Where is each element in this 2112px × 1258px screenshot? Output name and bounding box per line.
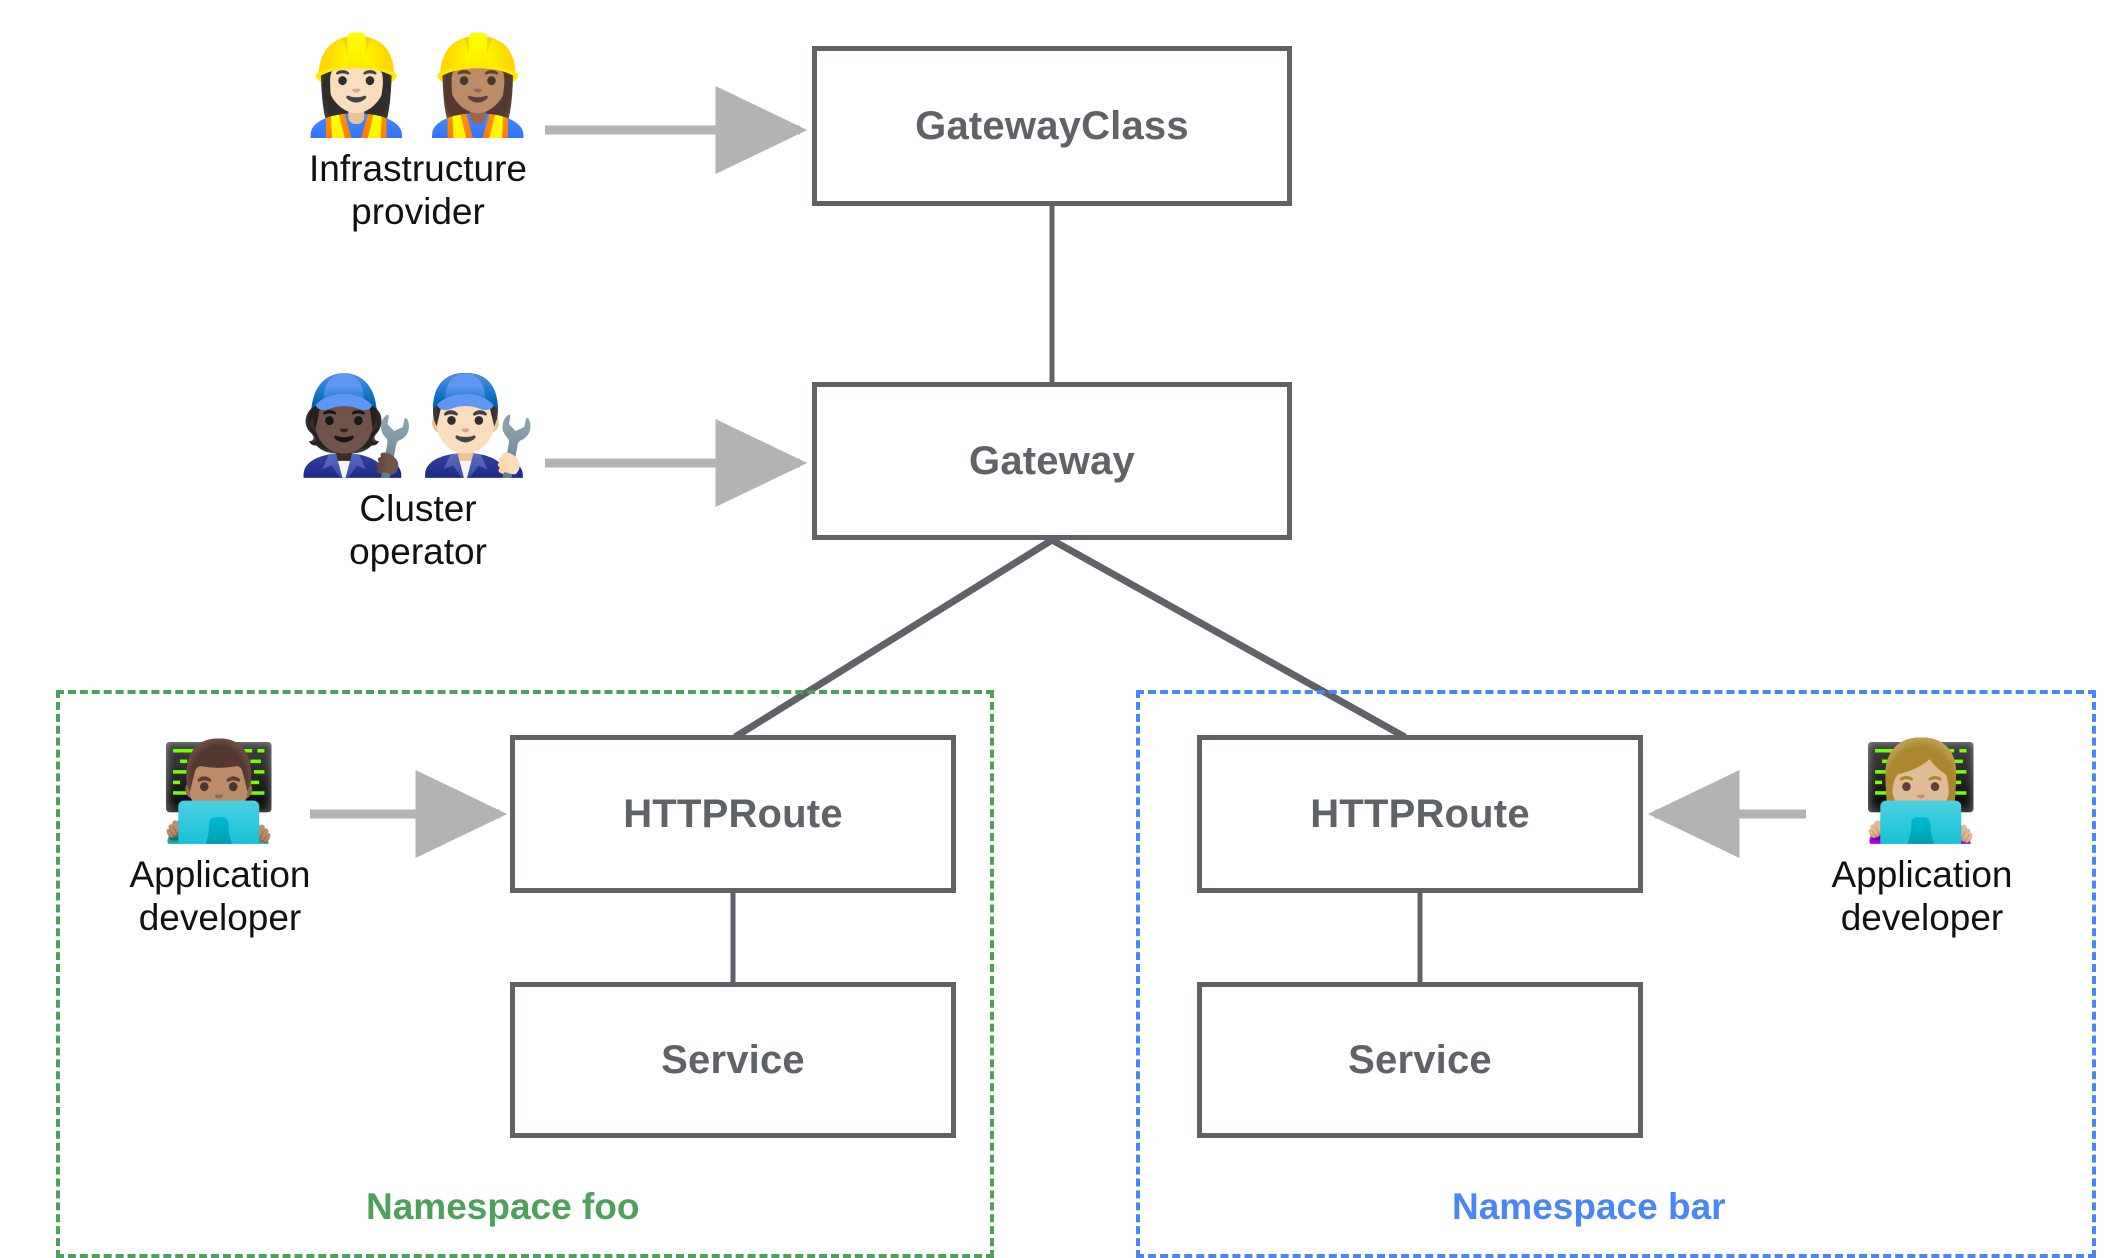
persona-infrastructure-provider-caption: Infrastructure provider <box>309 147 527 234</box>
node-service-bar-label: Service <box>1348 1037 1492 1082</box>
node-service-foo-label: Service <box>661 1037 805 1082</box>
namespace-foo-label: Namespace foo <box>366 1186 640 1227</box>
persona-infrastructure-provider: 👷🏻‍♀️👷🏽‍♀️ Infrastructure provider <box>258 32 578 234</box>
node-httproute-bar[interactable]: HTTPRoute <box>1197 735 1643 893</box>
persona-caption-line2: developer <box>138 897 302 939</box>
node-httproute-foo[interactable]: HTTPRoute <box>510 735 956 893</box>
node-gatewayclass[interactable]: GatewayClass <box>812 46 1292 206</box>
persona-caption-line1: Application <box>129 853 311 895</box>
node-gatewayclass-label: GatewayClass <box>915 103 1189 148</box>
persona-caption-line2: developer <box>1840 897 2004 939</box>
persona-cluster-operator-caption: Cluster operator <box>349 487 487 574</box>
technologist-icon: 👩🏼‍💻 <box>1861 738 1983 845</box>
node-httproute-foo-label: HTTPRoute <box>623 791 843 836</box>
persona-caption-line2: operator <box>349 531 487 573</box>
mechanic-icon: 🧑🏿‍🔧👨🏻‍🔧 <box>296 372 540 479</box>
persona-caption-line1: Infrastructure <box>309 147 527 189</box>
persona-application-developer-foo-caption: Application developer <box>129 853 310 940</box>
node-service-foo[interactable]: Service <box>510 982 956 1138</box>
persona-caption-line1: Application <box>1831 853 2013 895</box>
persona-application-developer-bar-caption: Application developer <box>1831 853 2012 940</box>
node-gateway[interactable]: Gateway <box>812 382 1292 540</box>
persona-application-developer-foo: 👨🏽‍💻 Application developer <box>60 738 380 940</box>
persona-caption-line2: provider <box>351 191 485 233</box>
node-service-bar[interactable]: Service <box>1197 982 1643 1138</box>
node-gateway-label: Gateway <box>969 438 1135 483</box>
persona-application-developer-bar: 👩🏼‍💻 Application developer <box>1762 738 2082 940</box>
construction-worker-icon: 👷🏻‍♀️👷🏽‍♀️ <box>296 32 540 139</box>
namespace-foo-container <box>56 690 994 1258</box>
persona-cluster-operator: 🧑🏿‍🔧👨🏻‍🔧 Cluster operator <box>258 372 578 574</box>
namespace-bar-label: Namespace bar <box>1452 1186 1726 1227</box>
namespace-bar-container <box>1136 690 2096 1258</box>
persona-caption-line1: Cluster <box>359 487 477 529</box>
technologist-icon: 👨🏽‍💻 <box>159 738 281 845</box>
node-httproute-bar-label: HTTPRoute <box>1310 791 1530 836</box>
